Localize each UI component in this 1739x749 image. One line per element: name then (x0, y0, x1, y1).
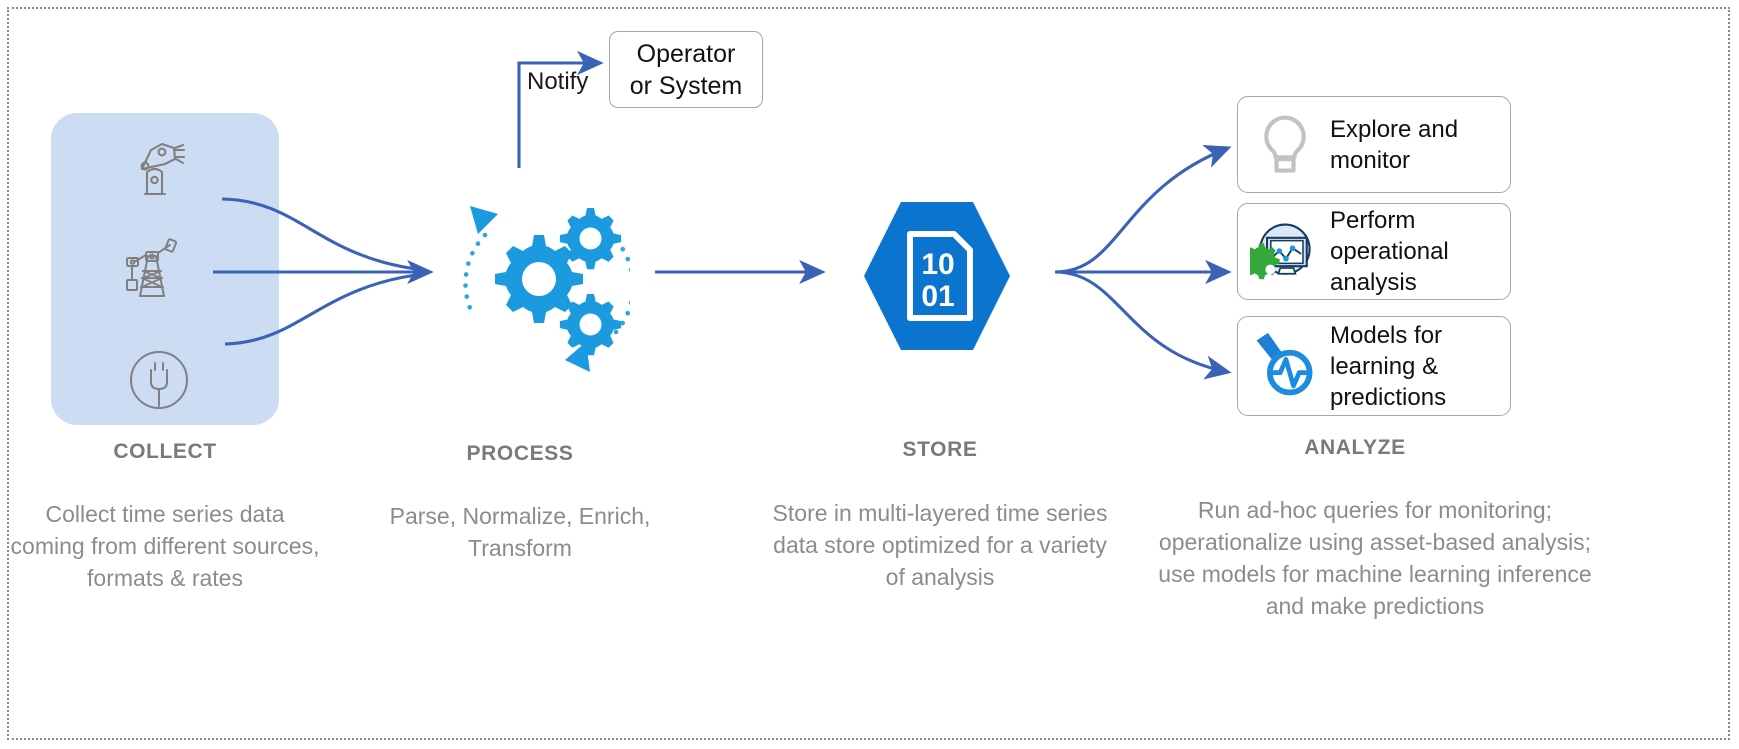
analyze-card-label: Explore and monitor (1330, 115, 1459, 174)
binary-top-text: 10 (921, 248, 954, 281)
lightbulb-icon (1248, 108, 1322, 182)
analyze-stage-title: ANALYZE (1304, 436, 1406, 459)
collect-stage-title: COLLECT (113, 440, 217, 463)
binary-bottom-text: 01 (921, 280, 954, 313)
gears-icon (440, 190, 636, 375)
analyze-card-explore-and-monitor[interactable]: Explore and monitor (1237, 96, 1511, 193)
process-stage-title: PROCESS (466, 442, 574, 465)
robot-arm-icon (120, 130, 192, 202)
analyze-card-models-for-learning-and-predictions[interactable]: Models for learning & predictions (1237, 316, 1511, 416)
connector-store-to-explore (1054, 145, 1232, 274)
store-stage-description: Store in multi-layered time series data … (772, 500, 1108, 590)
operator-line-1: Operator (636, 39, 736, 68)
hexagon-binary-data-icon: 10 01 (862, 200, 1012, 352)
operator-line-2: or System (629, 71, 743, 100)
analyze-card-label: Models for learning & predictions (1330, 321, 1447, 411)
operator-or-system-box[interactable]: Operator or System (609, 31, 763, 108)
connector-store-to-models (1054, 270, 1232, 380)
analyze-stage-description: Run ad-hoc queries for monitoring; opera… (1158, 497, 1592, 619)
oil-derrick-icon (118, 238, 190, 310)
process-stage-description: Parse, Normalize, Enrich, Transform (389, 503, 651, 561)
collect-stage-description: Collect time series data coming from dif… (10, 501, 320, 591)
notify-arrow-label: Notify (527, 68, 589, 95)
power-plug-icon (123, 344, 195, 416)
analyze-card-perform-operational-analysis[interactable]: Perform operational analysis (1237, 203, 1511, 300)
monitor-chart-gear-icon (1248, 215, 1322, 289)
analyze-card-label: Perform operational analysis (1330, 207, 1449, 296)
magnifier-pulse-icon (1248, 329, 1322, 403)
operator-or-system-label: Operator or System (630, 38, 743, 102)
store-stage-title: STORE (902, 438, 978, 461)
